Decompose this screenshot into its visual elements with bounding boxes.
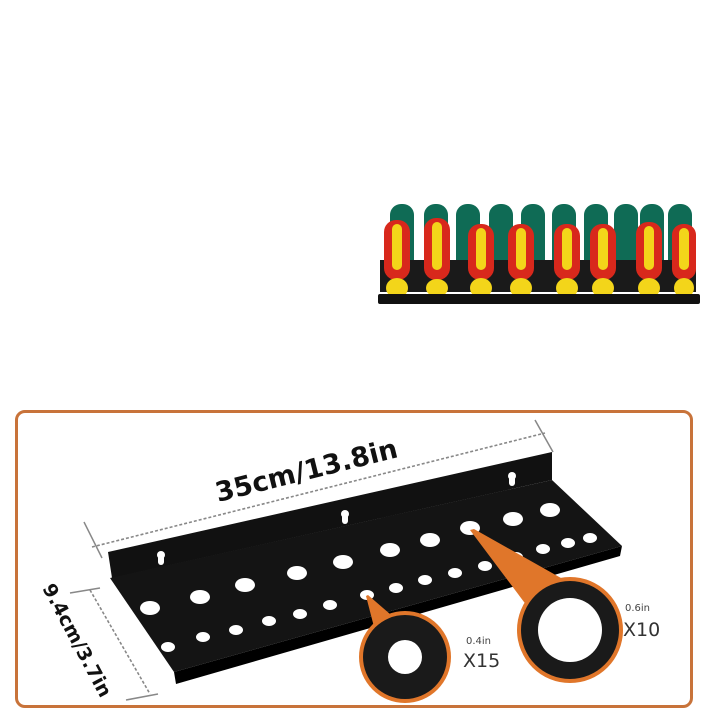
spec-frame: [15, 410, 693, 708]
screwdriver-rack-image: [378, 204, 700, 304]
product-photo: [376, 198, 702, 308]
